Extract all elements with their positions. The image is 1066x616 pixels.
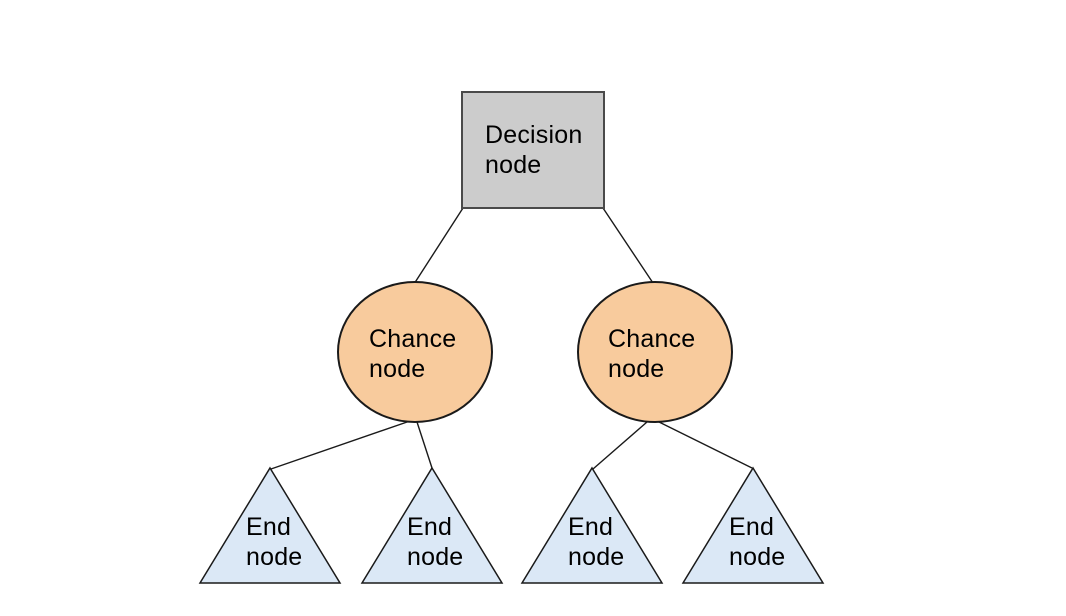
- chance-node-left-label-line1: Chance: [369, 325, 456, 353]
- edge-chance-right-to-end-4: [656, 420, 753, 469]
- end-node-1-label-line1: End: [246, 513, 291, 541]
- chance-node-left: Chance node: [337, 281, 493, 423]
- end-node-2: End node: [360, 466, 504, 584]
- end-node-2-label-line2: node: [407, 543, 463, 571]
- end-node-1-shape: [198, 466, 342, 584]
- end-node-3: End node: [520, 466, 664, 584]
- chance-node-right-shape: [577, 281, 733, 423]
- end-node-3-label-line2: node: [568, 543, 624, 571]
- end-node-1: End node: [198, 466, 342, 584]
- end-node-4-label-line2: node: [729, 543, 785, 571]
- end-node-3-shape: [520, 466, 664, 584]
- chance-node-right: Chance node: [577, 281, 733, 423]
- chance-node-right-label-line2: node: [608, 355, 664, 383]
- decision-node: Decision node: [461, 91, 605, 209]
- edge-chance-left-to-end-2: [416, 421, 433, 469]
- edges: [270, 207, 753, 470]
- end-node-2-shape: [360, 466, 504, 584]
- end-node-4-label-line1: End: [729, 513, 774, 541]
- decision-node-label-line2: node: [485, 151, 541, 179]
- edge-chance-right-to-end-3: [592, 421, 648, 470]
- decision-node-shape: [461, 91, 605, 209]
- chance-node-right-label-line1: Chance: [608, 325, 695, 353]
- chance-node-left-shape: [337, 281, 493, 423]
- decision-node-label-line1: Decision: [485, 121, 582, 149]
- edge-decision-to-chance-left: [413, 207, 464, 285]
- edge-decision-to-chance-right: [602, 207, 654, 284]
- end-node-4-shape: [681, 466, 825, 584]
- end-node-3-label-line1: End: [568, 513, 613, 541]
- edge-chance-left-to-end-1: [270, 420, 411, 470]
- end-node-1-label-line2: node: [246, 543, 302, 571]
- end-node-2-label-line1: End: [407, 513, 452, 541]
- end-node-4: End node: [681, 466, 825, 584]
- chance-node-left-label-line2: node: [369, 355, 425, 383]
